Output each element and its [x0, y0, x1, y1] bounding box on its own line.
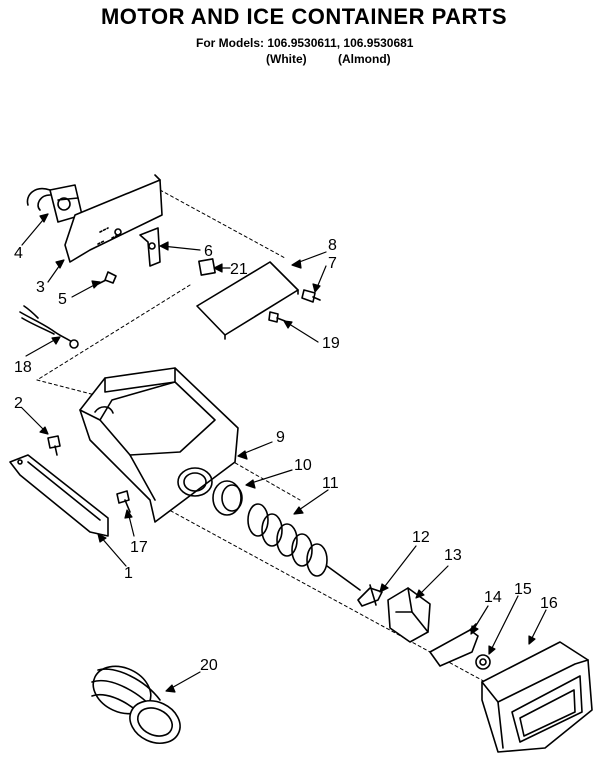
leader-lines	[21, 213, 547, 693]
part-20-drum-roller	[91, 665, 181, 744]
callout-18: 18	[14, 359, 32, 376]
callout-2: 2	[14, 395, 23, 412]
part-13-crusher-housing	[387, 587, 431, 643]
callout-9: 9	[276, 429, 285, 446]
part-5-screw	[97, 271, 117, 285]
part-1-bracket-rail	[9, 454, 109, 537]
callout-16: 16	[540, 595, 558, 612]
callout-10: 10	[294, 457, 312, 474]
part-21-clip	[198, 258, 216, 276]
part-19-screw	[268, 311, 286, 323]
part-3-mounting-plate	[64, 174, 163, 263]
part-6-bracket	[139, 227, 161, 267]
assembly-guide-lines	[36, 189, 501, 691]
part-14-bracket	[429, 623, 479, 667]
callout-15: 15	[514, 581, 532, 598]
part-17-screw	[116, 490, 131, 513]
callout-12: 12	[412, 529, 430, 546]
callout-19: 19	[322, 335, 340, 352]
part-8-cover-plate	[196, 261, 299, 340]
callout-14: 14	[484, 589, 502, 606]
callout-7: 7	[328, 255, 337, 272]
part-15-nut	[475, 654, 491, 670]
callout-11: 11	[322, 475, 339, 492]
callout-6: 6	[204, 243, 213, 260]
callout-5: 5	[58, 291, 67, 308]
callout-20: 20	[200, 657, 218, 674]
callout-21: 21	[230, 261, 248, 278]
variant-white: (White)	[266, 52, 307, 66]
callout-3: 3	[36, 279, 45, 296]
page-title: MOTOR AND ICE CONTAINER PARTS	[100, 4, 508, 29]
part-2-screw	[47, 435, 61, 456]
variant-almond: (Almond)	[338, 52, 391, 66]
callout-17: 17	[130, 539, 148, 556]
part-18-wire-harness	[19, 305, 79, 349]
part-9-container-housing	[79, 367, 239, 523]
part-4-motor	[26, 184, 83, 223]
part-10-bushing	[212, 480, 243, 516]
callout-8: 8	[328, 237, 337, 254]
part-16-front-chute	[481, 641, 593, 753]
models-line: For Models: 106.9530611, 106.9530681	[196, 36, 414, 50]
part-12-blade	[357, 584, 383, 607]
part-11-auger-spring	[247, 503, 361, 591]
callout-4: 4	[14, 245, 23, 262]
part-7-screw	[301, 289, 321, 303]
callout-1: 1	[124, 565, 133, 582]
callout-13: 13	[444, 547, 462, 564]
